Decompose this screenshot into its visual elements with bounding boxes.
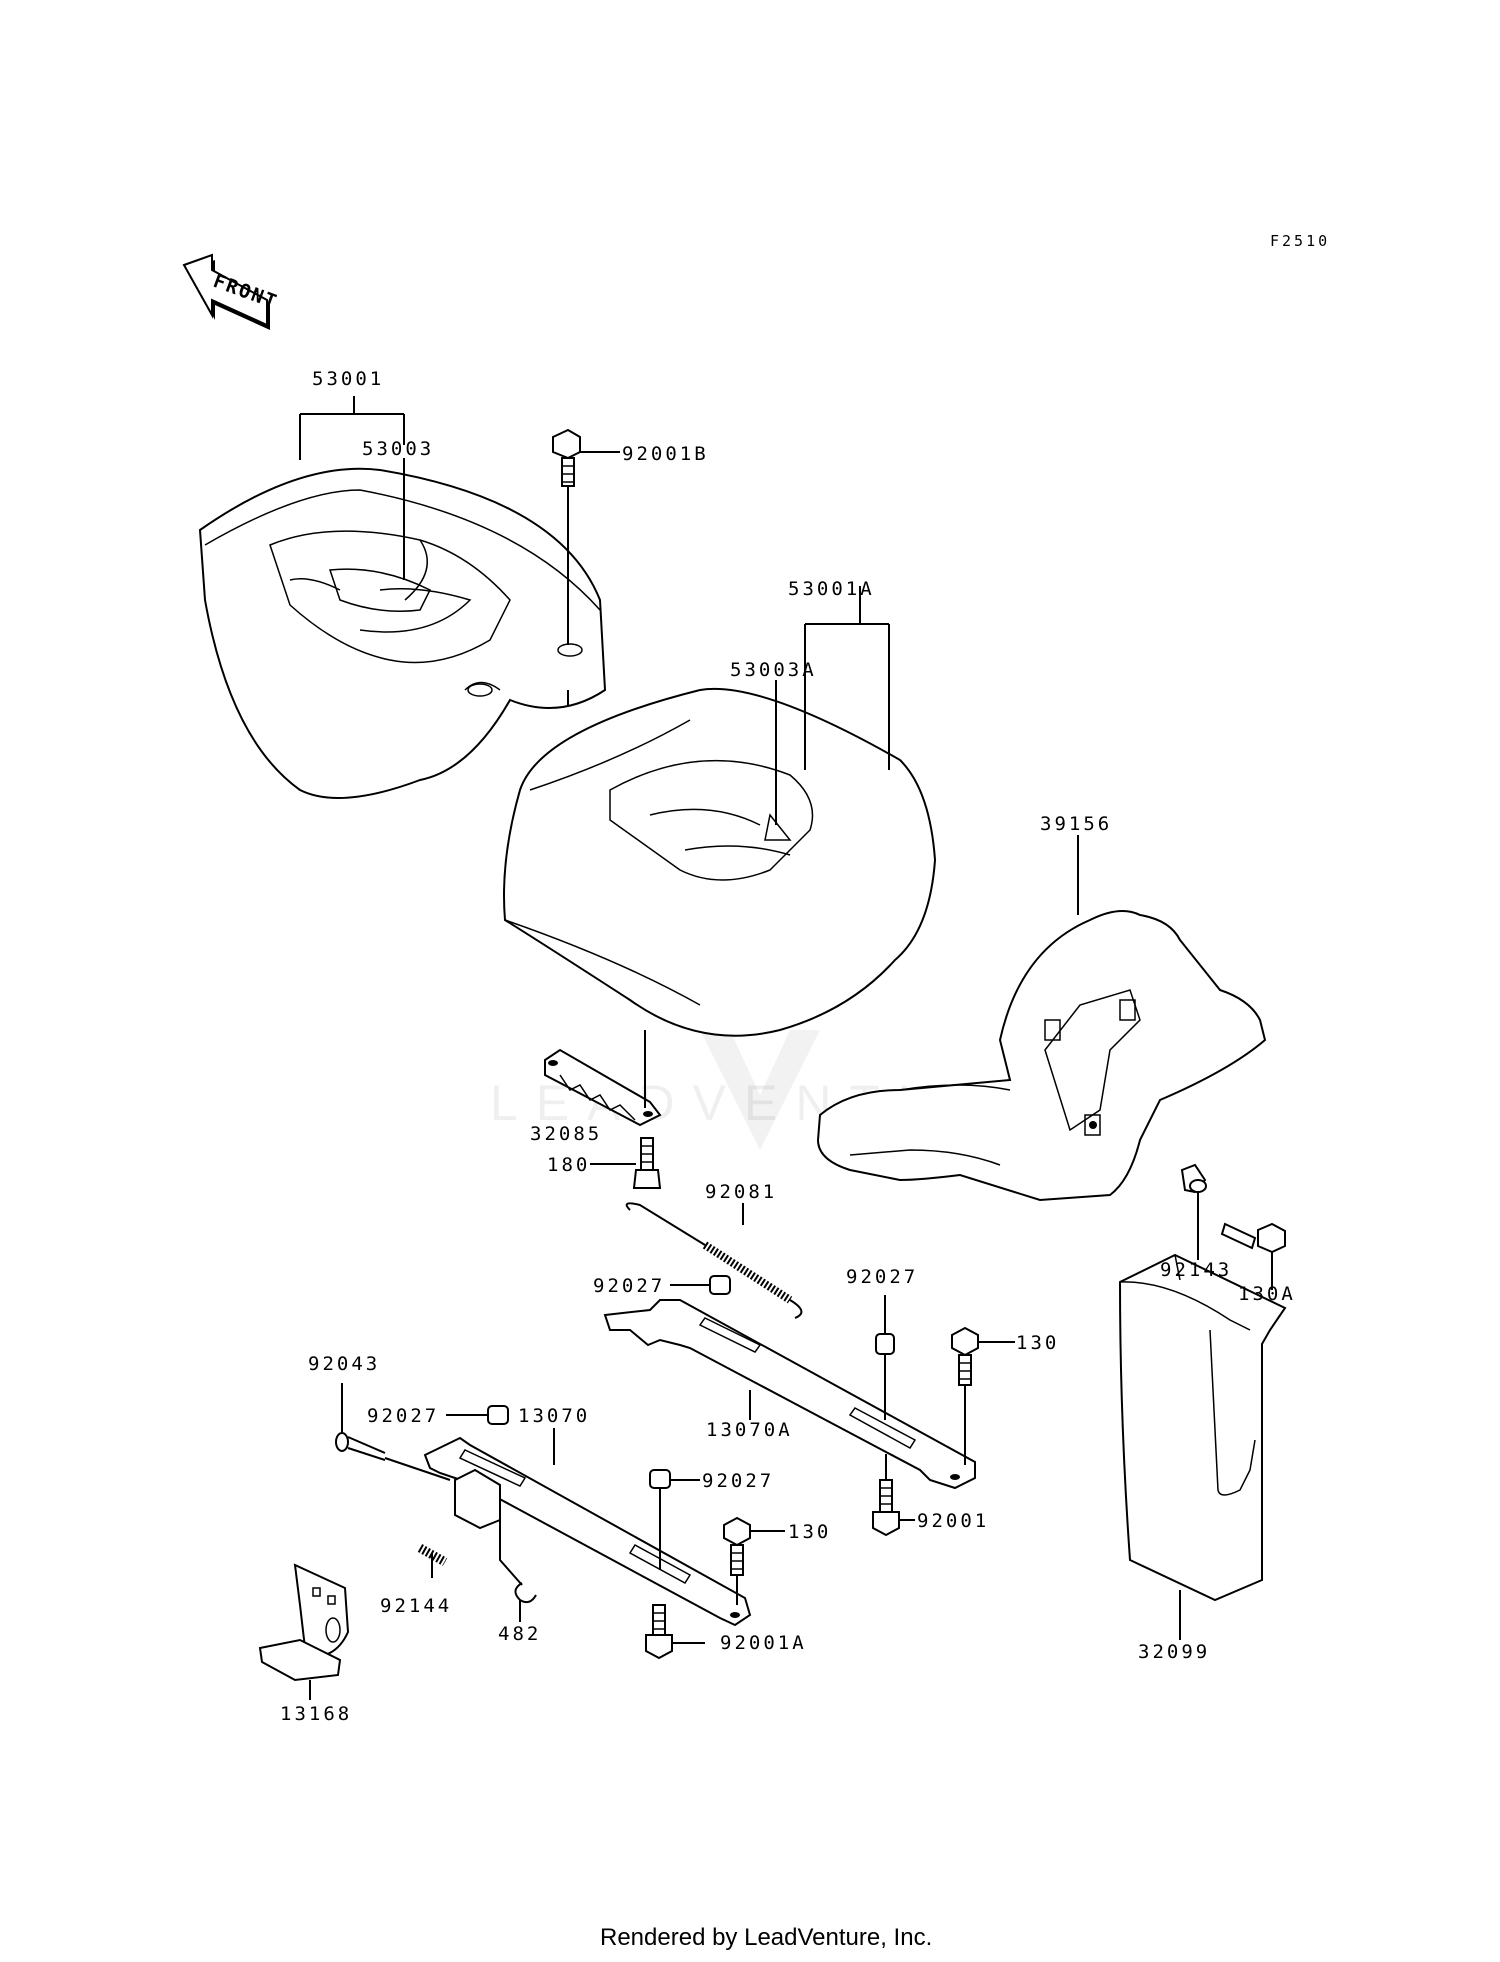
label-482: 482 [498, 1623, 541, 1645]
label-92001b: 92001B [622, 443, 709, 465]
bolt-180 [632, 1137, 662, 1189]
label-92027-c: 92027 [367, 1405, 439, 1427]
seat-back-39156 [816, 910, 1267, 1202]
label-92144: 92144 [380, 1595, 452, 1617]
arm-13070 [423, 1436, 752, 1627]
label-32099: 32099 [1138, 1641, 1210, 1663]
label-130-a: 130 [1016, 1332, 1059, 1354]
footer-credit: Rendered by LeadVenture, Inc. [600, 1924, 932, 1951]
label-92027-a: 92027 [593, 1275, 665, 1297]
label-53003: 53003 [362, 438, 434, 460]
label-92043: 92043 [308, 1353, 380, 1375]
bracket-32085 [544, 1048, 662, 1127]
bolt-130a [1220, 1222, 1286, 1254]
spring-92081 [625, 1202, 803, 1319]
bolt-92001a [645, 1604, 673, 1660]
arm-13070a [603, 1299, 976, 1490]
pin-92043 [335, 1432, 451, 1481]
label-130a: 130A [1238, 1283, 1296, 1305]
bolt-92001 [872, 1479, 900, 1537]
label-92143: 92143 [1160, 1259, 1232, 1281]
label-130-b: 130 [788, 1521, 831, 1543]
leader-lines [299, 396, 1273, 1700]
box-32099 [1118, 1253, 1287, 1602]
label-39156: 39156 [1040, 813, 1112, 835]
diagram-code: F2510 [1270, 232, 1330, 250]
seat-53001a [503, 687, 937, 1037]
collar-92027-a [709, 1275, 731, 1295]
collar-92027-c [487, 1405, 509, 1425]
part-labels: 53001 53003 92001B 53001A 53003A 39156 3… [280, 368, 1296, 1725]
bolt-130-b [723, 1516, 751, 1576]
label-13070: 13070 [518, 1405, 590, 1427]
label-180: 180 [547, 1154, 590, 1176]
front-arrow-icon: FRONT [182, 253, 281, 330]
label-53001: 53001 [312, 368, 384, 390]
label-53001a: 53001A [788, 578, 875, 600]
label-92081: 92081 [705, 1181, 777, 1203]
label-92027-b: 92027 [846, 1266, 918, 1288]
collar-92027-b [875, 1333, 895, 1355]
label-32085: 32085 [530, 1123, 602, 1145]
label-13168: 13168 [280, 1703, 352, 1725]
bracket-13168 [258, 1563, 350, 1682]
seat-53001 [198, 467, 607, 799]
label-13070a: 13070A [706, 1419, 793, 1441]
grommet-92143 [1180, 1163, 1207, 1194]
spring-92144 [417, 1544, 448, 1566]
label-92001: 92001 [917, 1510, 989, 1532]
label-92027-d: 92027 [702, 1470, 774, 1492]
label-53003a: 53003A [730, 659, 817, 681]
bolt-92001b [552, 428, 581, 487]
label-92001a: 92001A [720, 1632, 807, 1654]
collar-92027-d [649, 1469, 671, 1489]
clip-482 [514, 1582, 537, 1604]
bolt-130-a [951, 1326, 979, 1386]
